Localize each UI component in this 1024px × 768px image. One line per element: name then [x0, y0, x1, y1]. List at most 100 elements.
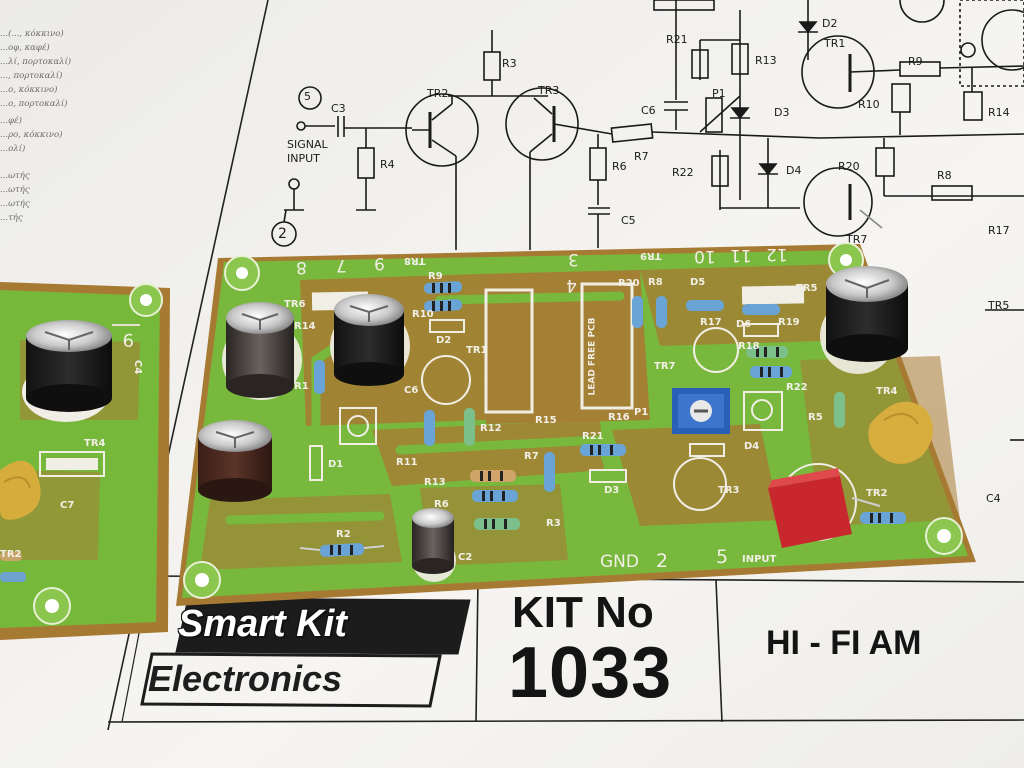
pcb-gnd: GND — [600, 552, 639, 572]
label-r7: R7 — [634, 150, 649, 163]
pcb-pad-2: 2 — [656, 550, 669, 572]
label-d3: D3 — [774, 106, 790, 119]
kit-label: KIT No — [512, 588, 654, 637]
label-d2: D2 — [822, 17, 838, 30]
side-note: ...ωτής — [0, 171, 30, 181]
pcb-r13: R13 — [424, 477, 446, 488]
second-pcb-c7: C7 — [60, 500, 75, 511]
label-d4: D4 — [786, 164, 802, 177]
label-node-2: 2 — [278, 226, 287, 242]
pcb-r10: R10 — [412, 309, 434, 320]
pcb-r16: R16 — [608, 412, 630, 423]
pcb-input: INPUT — [742, 554, 777, 565]
side-note: ...οφ, καφέ) — [0, 43, 50, 53]
pcb-r6: R6 — [434, 499, 449, 510]
pcb-tr6: TR6 — [284, 299, 306, 310]
label-tr7: TR7 — [846, 233, 868, 246]
label-node-5: 5 — [304, 90, 311, 103]
side-note: ...ωτής — [0, 199, 30, 209]
pcb-tr3: TR3 — [718, 485, 740, 496]
label-tr3: TR3 — [538, 84, 560, 97]
pcb-r3: R3 — [546, 518, 561, 529]
pcb-r7: R7 — [524, 451, 539, 462]
label-r4: R4 — [380, 158, 395, 171]
pcb-r12: R12 — [480, 423, 502, 434]
product-title: HI - FI AM — [766, 624, 922, 662]
pcb-num-10: 10 — [694, 246, 716, 266]
pcb-r9: R9 — [428, 271, 443, 282]
pcb-d1: D1 — [328, 459, 344, 470]
side-note: ..., πορτοκαλί) — [0, 71, 63, 81]
label-r8: R8 — [937, 169, 952, 182]
pcb-num-9: 9 — [374, 253, 385, 273]
label-r21: R21 — [666, 33, 688, 46]
pcb-tr9: TR9 — [640, 250, 662, 261]
kit-number: 1033 — [508, 633, 673, 713]
pcb-p1: P1 — [634, 407, 649, 418]
pcb-tr2: TR2 — [866, 488, 888, 499]
pcb-r22: R22 — [786, 382, 808, 393]
pcb-d3: D3 — [604, 485, 620, 496]
label-c4: C4 — [986, 492, 1001, 505]
pcb-lead-free: LEAD FREE PCB — [587, 317, 598, 396]
label-signal: SIGNAL — [287, 138, 328, 151]
label-c3: C3 — [331, 102, 346, 115]
pcb-tr8: TR8 — [404, 255, 426, 266]
pcb-r20: R20 — [618, 278, 640, 289]
pcb-c6: C6 — [404, 385, 419, 396]
svg-text:9: 9 — [123, 329, 134, 350]
label-r17: R17 — [988, 224, 1010, 237]
label-r14: R14 — [988, 106, 1010, 119]
side-note: ...φέ) — [0, 116, 22, 126]
pcb-d5: D5 — [690, 277, 706, 288]
label-r3: R3 — [502, 57, 517, 70]
side-note: ...(..., κόκκινο) — [0, 29, 64, 39]
pcb-tr5: TR5 — [796, 283, 818, 294]
pcb-num-3: 3 — [568, 249, 579, 269]
pcb-num-11: 11 — [730, 245, 752, 265]
pcb-num-7: 7 — [336, 255, 347, 275]
brand-smart-kit: Smart Kit — [178, 603, 347, 645]
label-r10: R10 — [858, 98, 880, 111]
label-p1: P1 — [712, 87, 726, 100]
label-c5: C5 — [621, 214, 636, 227]
label-r13: R13 — [755, 54, 777, 67]
pcb-r2: R2 — [336, 529, 351, 540]
pcb-r1: R1 — [294, 381, 309, 392]
label-r22: R22 — [672, 166, 694, 179]
pcb-num-8: 8 — [296, 257, 307, 277]
label-tr5: TR5 — [988, 299, 1010, 312]
label-tr1: TR1 — [824, 37, 846, 50]
side-note: ...ο, πορτοκαλί) — [0, 99, 68, 109]
pcb-r15: R15 — [535, 415, 557, 426]
pcb-r11: R11 — [396, 457, 418, 468]
label-r6: R6 — [612, 160, 627, 173]
side-note: ...ωτής — [0, 185, 30, 195]
pcb-r21: R21 — [582, 431, 604, 442]
pcb-r17: R17 — [700, 317, 722, 328]
label-r9: R9 — [908, 55, 923, 68]
side-note: ...τής — [0, 213, 23, 223]
pcb-tr4: TR4 — [876, 386, 898, 397]
pcb-num-12: 12 — [766, 244, 788, 264]
side-note: ...ο, κόκκινο) — [0, 85, 58, 95]
side-note: ...λί, πορτοκαλί) — [0, 57, 72, 67]
pcb-r19: R19 — [778, 317, 800, 328]
pcb-r18: R18 — [738, 341, 760, 352]
side-note: ...ρο, κόκκινο) — [0, 130, 63, 140]
label-c6: C6 — [641, 104, 656, 117]
pcb-pad-5: 5 — [716, 546, 729, 568]
second-pcb-tr4: TR4 — [84, 438, 106, 449]
pcb-r5: R5 — [808, 412, 823, 423]
pcb-tr7: TR7 — [654, 361, 676, 372]
pcb-c2: C2 — [458, 552, 473, 563]
pcb-r14: R14 — [294, 321, 316, 332]
label-tr2: TR2 — [427, 87, 449, 100]
pcb-d6: D6 — [736, 319, 752, 330]
pcb-d2: D2 — [436, 335, 452, 346]
pcb-tr1: TR1 — [466, 345, 488, 356]
